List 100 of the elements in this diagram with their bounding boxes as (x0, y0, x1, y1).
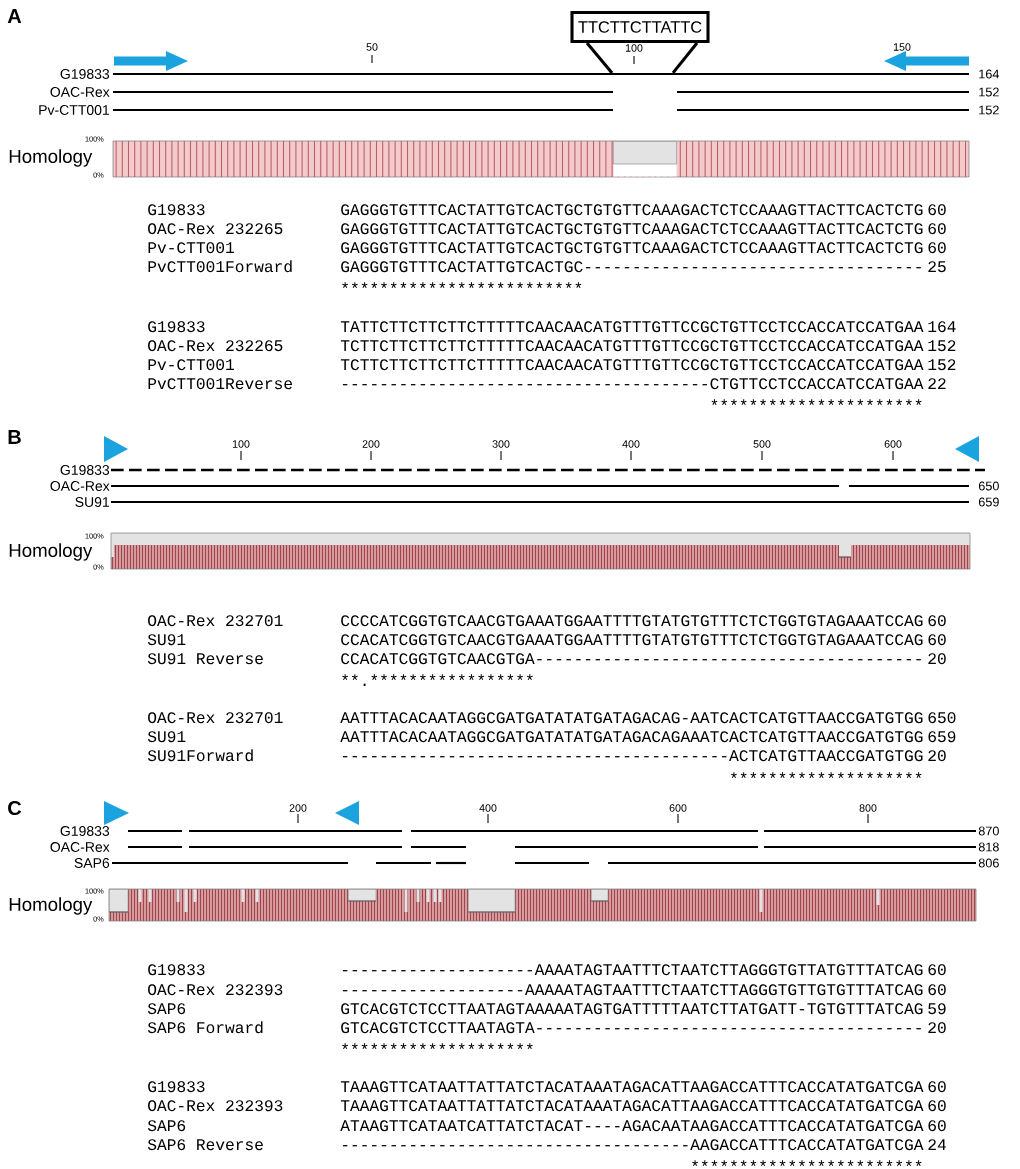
sequence-text: GAGGGTGTTTCACTATTGTCACTGC----------------------------------- (341, 261, 921, 273)
track-label: G19833 (60, 69, 110, 79)
position-number: 650 (928, 712, 956, 724)
position-number: 60 (928, 204, 946, 216)
sequence-name: G19833 (148, 964, 205, 976)
sequence-text: TATTCTTCTTCTTCTTTTTCAACAACATGTTTGTTCCGCTGTTCCTCCACCATCCATGAA (340, 321, 924, 333)
scale-number: 50 (366, 43, 378, 51)
conservation-stars: ************************ (692, 1160, 922, 1166)
scale-number: 100 (625, 44, 643, 52)
scale-number: 500 (753, 440, 771, 448)
sequence-text: GAGGGTGTTTCACTATTGTCACTGCTGTGTTCAAAGACTCTCCAAAGTTACTTCACTCTG (341, 204, 923, 216)
length-number: 818 (978, 842, 999, 852)
sequence-name: OAC-Rex 232393 (148, 1100, 283, 1112)
sequence-line (113, 72, 969, 76)
sequence-name: G19833 (148, 1081, 205, 1093)
sequence-name: PvCTT001Reverse (148, 378, 292, 390)
sequence-text: GTCACGTCTCCTTAATAGTA---------------------------------------- (341, 1022, 921, 1034)
sequence-name: SU91 (147, 634, 186, 646)
track-title: Homology (9, 543, 93, 561)
sequence-text: -------------------AAAAATAGTAATTTCTAATCTTAGGGTGTTGTGTTTATCAG (342, 984, 923, 996)
position-number: 60 (928, 964, 946, 976)
position-number: 60 (928, 223, 946, 235)
sequence-name: OAC-Rex 232265 (148, 340, 283, 352)
position-number: 59 (928, 1003, 946, 1015)
sequence-name: SAP6 (147, 1003, 186, 1015)
sequence-text: --------------------AAAATAGTAATTTCTAATCTTAGGGTGTTATGTTTATCAG (342, 964, 923, 976)
sequence-name: PvCTT001Forward (148, 260, 292, 273)
sequence-text: --------------------------------------CTGTTCCTCCACCATCCATGAA (342, 378, 924, 390)
sequence-text: GAGGGTGTTTCACTATTGTCACTGCTGTGTTCAAAGACTCTCCAAAGTTACTTCACTCTG (341, 223, 923, 235)
scale-number: 300 (492, 440, 510, 448)
leader-line (585, 42, 614, 74)
length-number: 806 (978, 858, 999, 868)
sequence-name: SU91 Reverse (147, 653, 263, 665)
position-number: 25 (928, 261, 946, 273)
sequence-name: SAP6 Reverse (147, 1139, 263, 1151)
sequence-text: ATAAGTTCATAATCATTATCTACAT----AGACAATAAGACCATTTCACCATATGATCGA (340, 1120, 924, 1132)
position-number: 60 (928, 1100, 946, 1112)
sequence-name: Pv-CTT001 (148, 242, 234, 254)
track-label: Pv-CTT001 (39, 105, 110, 115)
scale-number: 400 (479, 804, 497, 812)
sequence-text: TAAAGTTCATAATTATTATCTACATAAATAGACATTAAGACCATTTCACCATATGATCGA (340, 1100, 924, 1112)
panel-letter: B (8, 430, 21, 444)
sequence-text: AATTTACACAATAGGCGATGATATATGATAGACAG-AATCACTCATGTTAACCGATGTGG (340, 712, 923, 724)
position-number: 20 (928, 1022, 946, 1034)
panel-letter: A (7, 9, 22, 23)
sequence-text: TCTTCTTCTTCTTCTTTTTCAACAACATGTTTGTTCCGCTGTTCCTCCACCATCCATGAA (340, 340, 924, 352)
sequence-name: OAC-Rex 232701 (148, 615, 283, 627)
sequence-name: G19833 (148, 204, 205, 216)
conservation-stars: ************************* (342, 282, 582, 288)
scale-number: 600 (884, 440, 902, 448)
sequence-name: G19833 (148, 321, 205, 333)
sequence-name: SAP6 Forward (147, 1021, 263, 1034)
position-number: 60 (928, 615, 946, 627)
length-number: 164 (979, 69, 1000, 79)
scale-number: 100 (232, 440, 250, 448)
position-number: 60 (928, 984, 946, 996)
panel-letter: C (8, 800, 22, 816)
sequence-name: Pv-CTT001 (148, 359, 234, 371)
sequence-text: GAGGGTGTTTCACTATTGTCACTGCTGTGTTCAAAGACTCTCCAAAGTTACTTCACTCTG (341, 242, 923, 254)
position-number: 20 (928, 653, 946, 665)
scale-number: 200 (362, 440, 380, 448)
length-number: 650 (978, 481, 999, 491)
sequence-name: OAC-Rex 232393 (148, 984, 283, 996)
position-number: 60 (928, 242, 946, 254)
scale-number: 400 (622, 440, 640, 448)
conservation-stars: **.***************** (342, 674, 533, 686)
scale-number: 600 (669, 804, 687, 812)
track-label: SAP6 (74, 858, 110, 868)
scale-number: 200 (289, 804, 307, 812)
conservation-stars: ******************** (342, 1043, 533, 1049)
position-number: 659 (928, 731, 956, 743)
position-number: 152 (928, 359, 956, 371)
length-number: 152 (979, 105, 999, 115)
position-number: 60 (928, 1081, 946, 1093)
leader-line (671, 42, 699, 74)
sequence-text: CCCCATCGGTGTCAACGTGAAATGGAATTTTGTATGTGTTTCTCTGGTGTAGAAATCCAG (341, 615, 923, 627)
track-label: OAC-Rex (50, 87, 110, 97)
sequence-text: ------------------------------------AAGACCATTTCACCATATGATCGA (342, 1139, 924, 1151)
conservation-stars: ******************** (731, 772, 922, 778)
sequence-text: CCACATCGGTGTCAACGTGAAATGGAATTTTGTATGTGTTTCTCTGGTGTAGAAATCCAG (341, 634, 923, 646)
position-number: 20 (928, 750, 946, 762)
sequence-name: SU91Forward (147, 749, 253, 762)
position-number: 24 (928, 1139, 946, 1150)
track-label: G19833 (60, 826, 110, 836)
sequence-name: SAP6 (147, 1120, 186, 1132)
sequence-text: AATTTACACAATAGGCGATGATATATGATAGACAGAAATCACTCATGTTAACCGATGTGG (340, 731, 923, 743)
position-number: 60 (928, 1120, 946, 1132)
length-number: 870 (978, 826, 999, 836)
sequence-name: OAC-Rex 232701 (148, 712, 283, 724)
position-number: 22 (928, 378, 946, 389)
track-title: Homology (9, 149, 93, 167)
sequence-text: CCACATCGGTGTCAACGTGA---------------------------------------- (341, 653, 921, 665)
sequence-name: OAC-Rex 232265 (148, 223, 283, 235)
length-number: 152 (979, 87, 999, 97)
track-label: G19833 (60, 465, 110, 475)
position-number: 152 (928, 340, 956, 352)
conservation-stars: ********************** (711, 399, 922, 405)
sequence-text: TAAAGTTCATAATTATTATCTACATAAATAGACATTAAGACCATTTCACCATATGATCGA (340, 1081, 924, 1093)
callout-box: TTCTTCTTATTC (570, 10, 710, 44)
sequence-text: GTCACGTCTCCTTAATAGTAAAAATAGTGATTTTTAATCTTATGATT-TGTGTTTATCAG (341, 1003, 923, 1015)
